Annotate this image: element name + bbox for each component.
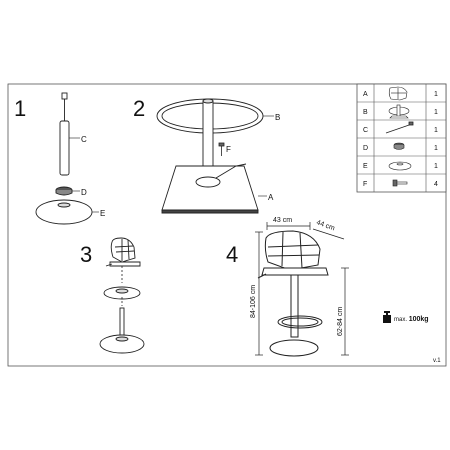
round-base-icon xyxy=(388,161,412,171)
cover-ring-icon xyxy=(393,142,405,150)
step-2: 2 B F A xyxy=(133,96,280,214)
assembled-stool xyxy=(257,230,329,357)
bolt-f xyxy=(218,142,225,156)
table-row-c-letter: C xyxy=(363,127,368,134)
table-row-c-qty: 1 xyxy=(434,127,438,134)
max-load: max. 100kg xyxy=(383,311,429,323)
column-ring-icon xyxy=(388,104,410,119)
weight-icon xyxy=(383,311,391,323)
label-d-step1: D xyxy=(81,188,87,197)
max-load-text: max. 100kg xyxy=(394,316,429,323)
dim-width: 43 cm xyxy=(273,217,292,224)
table-row-f-letter: F xyxy=(363,181,367,188)
round-base xyxy=(35,199,93,225)
table-row-b-letter: B xyxy=(363,109,368,116)
step-2-number: 2 xyxy=(133,96,145,121)
bolt-icon xyxy=(392,179,408,187)
max-load-label: max. xyxy=(394,317,407,323)
gas-cylinder xyxy=(59,92,70,176)
step-4-number: 4 xyxy=(226,242,238,267)
table-row-d-letter: D xyxy=(363,145,368,152)
table-row-e-letter: E xyxy=(363,163,368,170)
label-c-step1: C xyxy=(81,135,87,144)
step-3: 3 xyxy=(80,237,145,354)
seat xyxy=(105,237,141,267)
square-base xyxy=(161,163,259,214)
parts-table: A 1 B 1 C 1 D 1 E xyxy=(356,83,447,193)
step-3-number: 3 xyxy=(80,242,92,267)
page-frame xyxy=(7,83,447,367)
table-row-f-qty: 4 xyxy=(434,181,438,188)
label-f-step2: F xyxy=(226,145,231,154)
table-row-d-qty: 1 xyxy=(434,145,438,152)
label-b: B xyxy=(275,113,280,122)
version-label: v.1 xyxy=(433,358,441,364)
table-row-a-qty: 1 xyxy=(434,91,438,98)
max-load-value: 100kg xyxy=(409,316,429,323)
table-row-a-letter: A xyxy=(363,91,368,98)
step-4: 4 43 cm 44 cm 84-106 cm 62-84 cm xyxy=(226,217,349,357)
label-a: A xyxy=(268,193,274,202)
cylinder-on-base xyxy=(99,307,145,354)
label-e-step1: E xyxy=(100,209,105,218)
lever-icon xyxy=(385,121,414,134)
step-1: 1 C D E xyxy=(14,92,105,225)
table-row-b-qty: 1 xyxy=(434,109,438,116)
table-row-e-qty: 1 xyxy=(434,163,438,170)
cover-ring xyxy=(55,186,73,196)
dim-seat-height: 62-84 cm xyxy=(337,307,344,336)
seat-icon xyxy=(388,86,408,101)
dim-total-height: 84-106 cm xyxy=(250,285,257,318)
step-1-number: 1 xyxy=(14,96,26,121)
